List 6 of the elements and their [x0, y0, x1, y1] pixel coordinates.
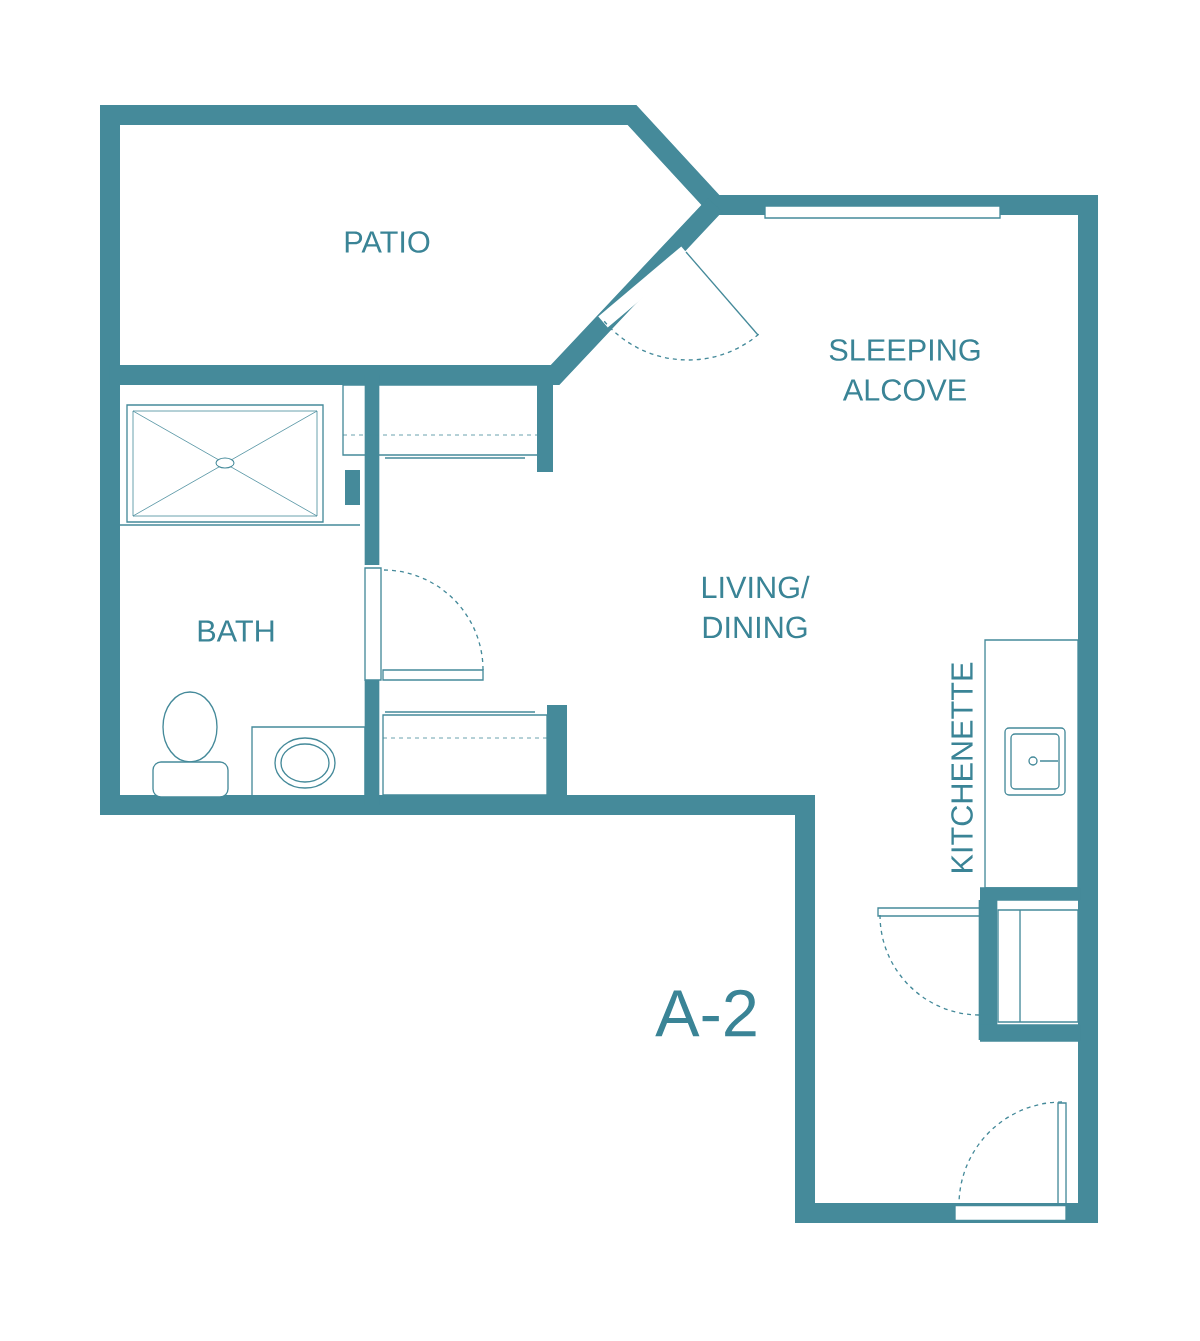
room-label: PATIO: [345, 231, 430, 253]
room-label: KITCHENETTE: [951, 662, 973, 872]
room-label: SLEEPING ALCOVE: [829, 339, 980, 401]
unit-label: A-2: [655, 989, 756, 1037]
room-label: LIVING/ DINING: [703, 575, 810, 639]
room-label: BATH: [198, 620, 274, 642]
